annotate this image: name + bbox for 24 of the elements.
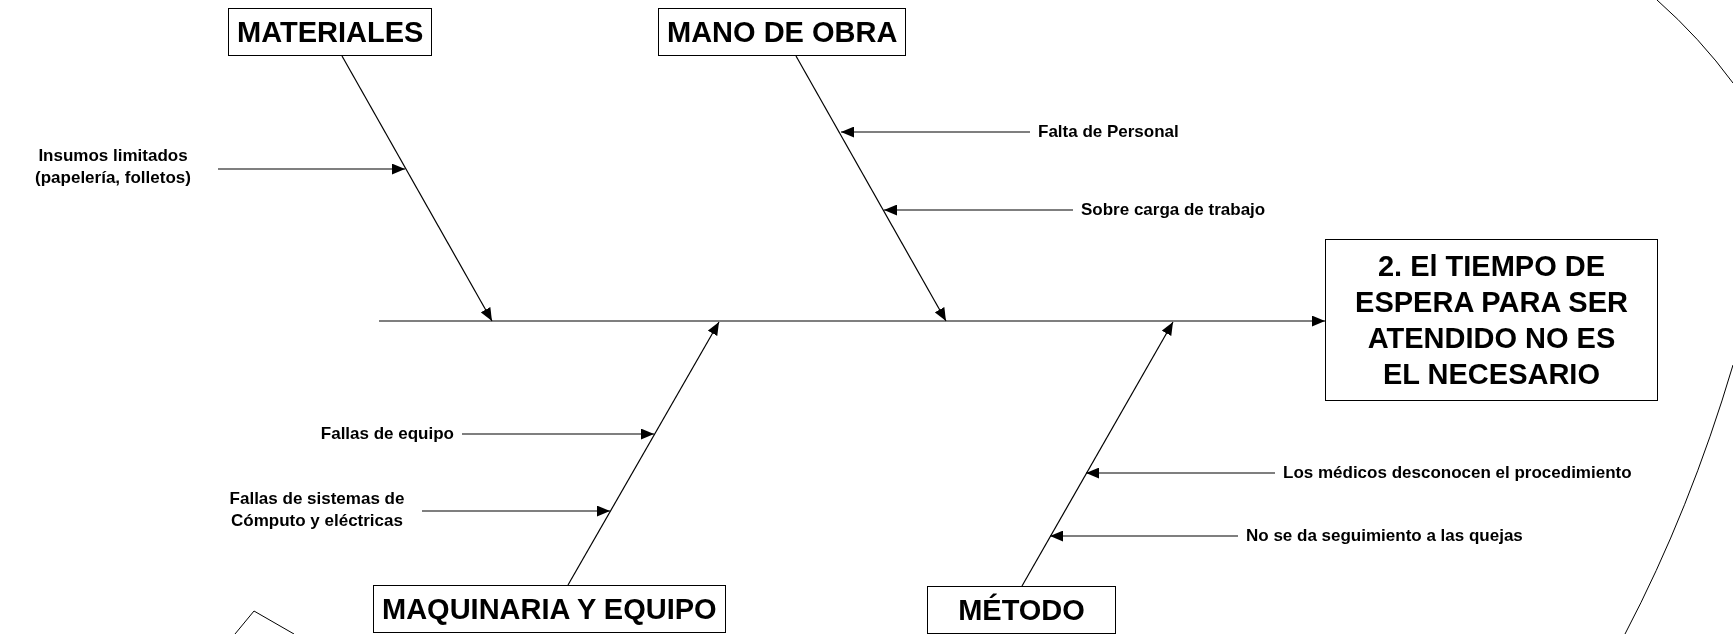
arrow xyxy=(1049,530,1239,542)
cause-label: Fallas de sistemas de Cómputo y eléctricas xyxy=(212,488,422,532)
category-box: MANO DE OBRA xyxy=(658,8,907,56)
arrow xyxy=(341,55,493,322)
arrow xyxy=(1085,467,1276,479)
arrow xyxy=(461,428,655,440)
arrow xyxy=(840,126,1031,138)
cause-label: No se da seguimiento a las quejas xyxy=(1238,525,1531,547)
category-box: MATERIALES xyxy=(228,8,433,56)
arrow xyxy=(1021,321,1174,587)
cause-label: Falta de Personal xyxy=(1030,121,1187,143)
cause-label: Insumos limitados (papelería, folletos) xyxy=(8,145,218,189)
arrow xyxy=(217,163,406,175)
category-box: MÉTODO xyxy=(927,586,1116,634)
arrow xyxy=(883,204,1074,216)
effect-box: 2. El TIEMPO DE ESPERA PARA SER ATENDIDO NO ES EL NECESARIO xyxy=(1325,239,1658,401)
cause-label: Los médicos desconocen el procedimiento xyxy=(1275,462,1640,484)
arrow xyxy=(795,55,947,322)
arrow xyxy=(421,505,611,517)
category-box: MAQUINARIA Y EQUIPO xyxy=(373,585,726,633)
cause-label: Sobre carga de trabajo xyxy=(1073,199,1274,221)
cause-label: Fallas de equipo xyxy=(236,423,462,445)
arrow xyxy=(378,315,1326,327)
arrow xyxy=(567,321,720,586)
